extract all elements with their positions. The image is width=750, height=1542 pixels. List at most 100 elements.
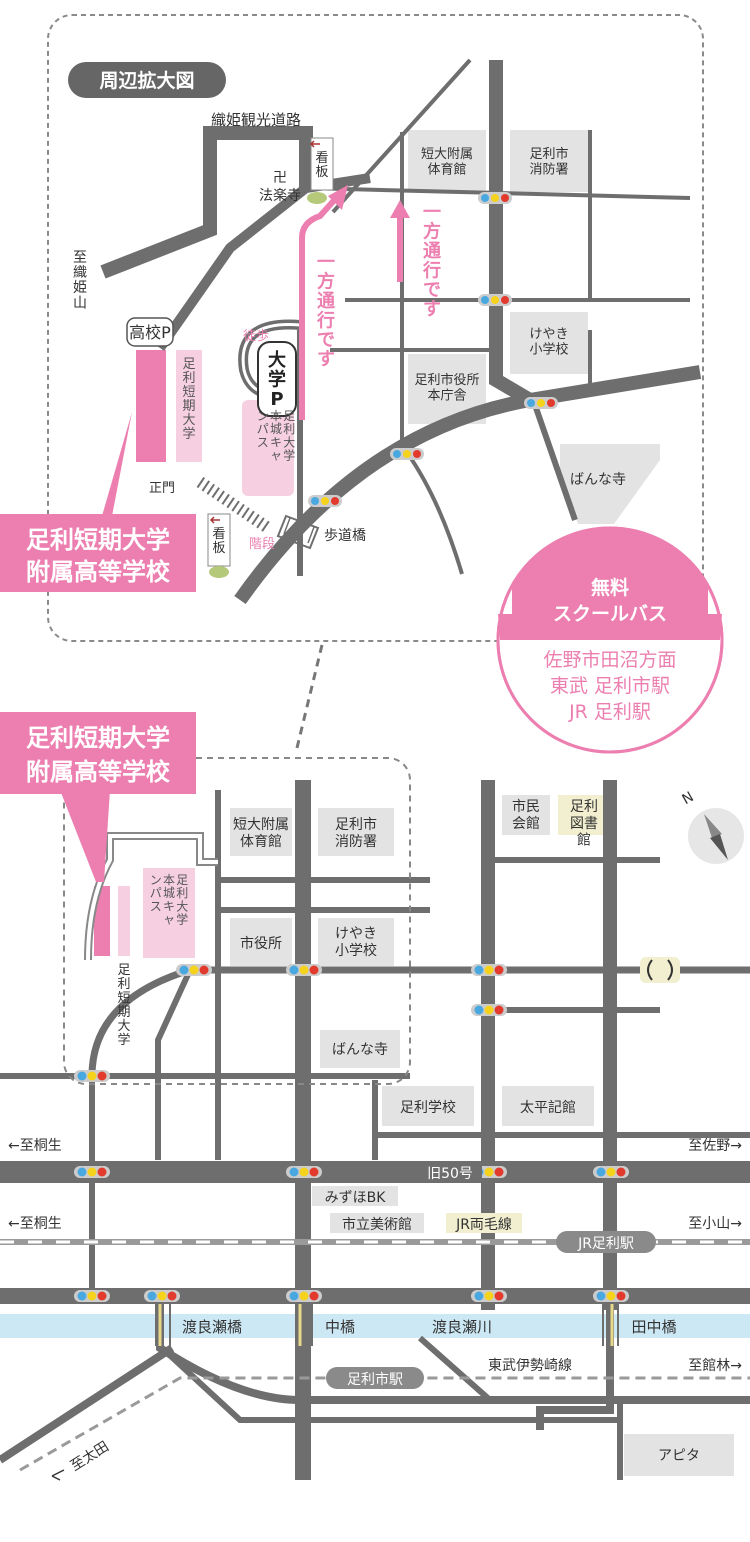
mizuho-bg: [312, 1186, 398, 1206]
to-ota: 至太田: [68, 1439, 112, 1475]
inset-signboard-label: 看板: [315, 150, 328, 180]
to-sano: 至佐野→: [688, 1138, 742, 1154]
north-compass-icon: N: [679, 789, 744, 864]
inset-firestation-block: [510, 130, 588, 192]
inset-school-name-line1: 足利短期大学: [26, 526, 170, 554]
signal-icon: [286, 1290, 322, 1302]
signal-icon: [593, 1166, 629, 1178]
to-kiryu-2: ←至桐生: [8, 1216, 62, 1232]
main-keyaki-block: [318, 918, 394, 966]
inset-signboard-box: [310, 137, 334, 191]
main-taihei-block: [502, 1086, 594, 1126]
inset-to-orihimeyama: 至織姫山: [73, 250, 87, 311]
underpass-icon: [647, 959, 673, 981]
inset-road-orihime: [100, 126, 313, 279]
inset-hourakuji-mark: 卍: [273, 170, 287, 186]
inset-road-south: [406, 452, 464, 575]
route50-label: 旧50号: [427, 1166, 473, 1182]
bus-header-band: [498, 614, 722, 640]
inset-highschool-parking-box: [126, 317, 174, 347]
inset-highschool-parking: 高校P: [129, 323, 171, 342]
main-univ-building: [143, 868, 195, 958]
main-cityhall-block: [230, 918, 292, 966]
road-to-ota: [0, 1344, 175, 1464]
main-school-name-line1: 足利短期大学: [26, 724, 170, 752]
inset-map: 周辺拡大図 織姫観光道路 至織姫山 卍 法楽寺 看板 看板 高校P 短大附属体育…: [0, 14, 704, 642]
signal-icon: [286, 1166, 322, 1178]
svg-text:足利大学本城キャンパス: 足利大学本城キャンパス: [150, 873, 188, 927]
road-v-158: [155, 968, 193, 1160]
svg-text:足利市消防署: 足利市消防署: [529, 146, 568, 178]
svg-text:足利短期大学: 足利短期大学: [182, 357, 195, 442]
main-apita-block: [624, 1434, 734, 1476]
inset-cityhall-label: 足利市役所本庁舎: [414, 372, 479, 404]
inset-gym-block: [408, 130, 486, 192]
to-oyama: 至小山→: [688, 1216, 742, 1232]
school-bus-badge: 無料 スクールバス 佐野市田沼方面 東武 足利市駅 JR 足利駅: [496, 526, 724, 754]
signal-icon: [593, 1290, 629, 1302]
jr-station-label: JR足利駅: [577, 1236, 634, 1252]
main-taihei-label: 太平記館: [520, 1099, 576, 1116]
route50-label-bg: [418, 1162, 482, 1182]
main-bannaji-block: [320, 1030, 400, 1068]
inset-signboard-arrow-icon: [209, 516, 220, 524]
main-callout-pointer: [60, 790, 110, 882]
inset-oneway-head1: [328, 185, 348, 210]
inset-oneway-label1: 一方通行です: [316, 252, 335, 370]
naka-bridge-label: 中橋: [325, 1318, 355, 1336]
inset-univ-parking-box: [257, 341, 297, 417]
svg-text:一方通行です: 一方通行です: [422, 202, 441, 320]
watarase-bridge-label: 渡良瀬橋: [182, 1318, 242, 1336]
svg-text:けやき小学校: けやき小学校: [335, 926, 377, 959]
inset-signboard-base-icon: [209, 566, 229, 578]
main-highschool-building: [94, 886, 110, 956]
inset-signal: [478, 192, 512, 204]
inset-road-main-curve: [234, 365, 702, 605]
signal-icon: [74, 1070, 110, 1082]
svg-text:足利短期大学: 足利短期大学: [117, 963, 130, 1048]
apita-label: アピタ: [658, 1448, 700, 1464]
inset-tandai-building: [176, 350, 202, 462]
main-keyaki-label: けやき小学校: [335, 926, 377, 959]
svg-text:一方通行です: 一方通行です: [316, 252, 335, 370]
inset-keyaki-label: けやき小学校: [529, 327, 568, 358]
inset-signboard-arrow-icon: [309, 140, 320, 148]
inset-callout-pointer: [102, 412, 132, 516]
to-kiryu-1: ←至桐生: [8, 1138, 62, 1154]
inset-footbridge-hatch: [283, 517, 315, 544]
main-library-block: [558, 795, 610, 835]
main-firestation-block: [318, 808, 394, 856]
to-ota-arrow-icon: [51, 1469, 65, 1481]
bus-title-line2: スクールバス: [553, 603, 667, 625]
inset-oneway-arrow1: [299, 193, 341, 420]
main-ashikaga-school-block: [382, 1086, 474, 1126]
main-civic-label: 市民会館: [512, 798, 540, 832]
inset-signal: [478, 294, 512, 306]
main-signals: [74, 964, 629, 1302]
svg-text:大学P: 大学P: [268, 349, 286, 410]
inset-stairs: [196, 477, 272, 533]
inset-main-gate-label: 正門: [149, 481, 175, 496]
main-school-name-line2: 附属高等学校: [26, 758, 171, 786]
bridges: [155, 1304, 619, 1346]
signal-icon: [286, 964, 322, 976]
svg-text:短大附属体育館: 短大附属体育館: [233, 817, 289, 850]
bus-dest-1: 佐野市田沼方面: [543, 649, 676, 671]
svg-text:市民会館: 市民会館: [512, 798, 540, 832]
svg-text:足利図書館: 足利図書館: [570, 799, 598, 849]
mizuho-label: みずほBK: [325, 1190, 387, 1206]
tobu-station-pill: [326, 1367, 424, 1389]
inset-school-name-line2: 附属高等学校: [26, 558, 171, 586]
signal-icon: [74, 1166, 110, 1178]
main-civic-block: [502, 795, 550, 835]
inset-road-orihime-label: 織姫観光道路: [211, 111, 301, 129]
tobu-station-label: 足利市駅: [347, 1371, 403, 1388]
inset-title-pill: [68, 62, 226, 98]
inset-bannaji-label: ばんな寺: [570, 472, 626, 488]
inset-signal: [390, 448, 424, 460]
main-gym-label: 短大附属体育館: [233, 817, 289, 850]
inset-tandai-label: 足利短期大学: [182, 357, 195, 442]
tanaka-bridge-label: 田中橋: [631, 1318, 676, 1336]
main-bannaji-label: ばんな寺: [332, 1042, 388, 1058]
